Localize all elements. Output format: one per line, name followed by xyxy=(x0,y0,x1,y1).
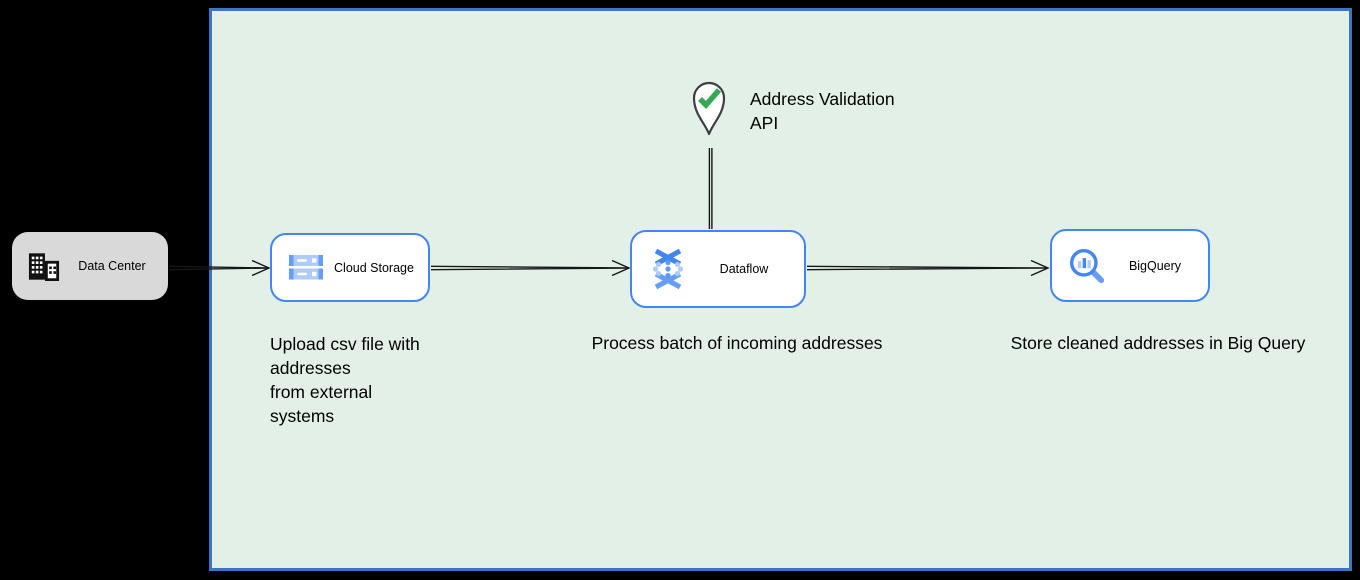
node-label: Data Center xyxy=(78,259,146,273)
node-dataflow[interactable]: Dataflow xyxy=(630,230,806,308)
dataflow-icon xyxy=(652,248,684,290)
map-pin-check-icon xyxy=(692,81,726,136)
caption-store-cleaned: Store cleaned addresses in Big Query xyxy=(1010,333,1306,353)
node-label: Dataflow xyxy=(719,262,769,276)
cloud-storage-icon xyxy=(289,255,323,280)
node-data-center[interactable]: Data Center xyxy=(12,232,168,300)
node-cloud-storage[interactable]: Cloud Storage xyxy=(270,233,430,302)
bigquery-icon xyxy=(1070,248,1105,283)
node-bigquery[interactable]: BigQuery xyxy=(1050,229,1210,302)
caption-process-batch: Process batch of incoming addresses xyxy=(591,333,883,353)
node-label: BigQuery xyxy=(1128,258,1182,273)
address-validation-api-label: Address Validation API xyxy=(750,89,895,133)
caption-upload-csv: Upload csv file with addresses from exte… xyxy=(270,334,420,426)
building-icon xyxy=(28,252,60,281)
node-label: Cloud Storage xyxy=(334,260,414,275)
